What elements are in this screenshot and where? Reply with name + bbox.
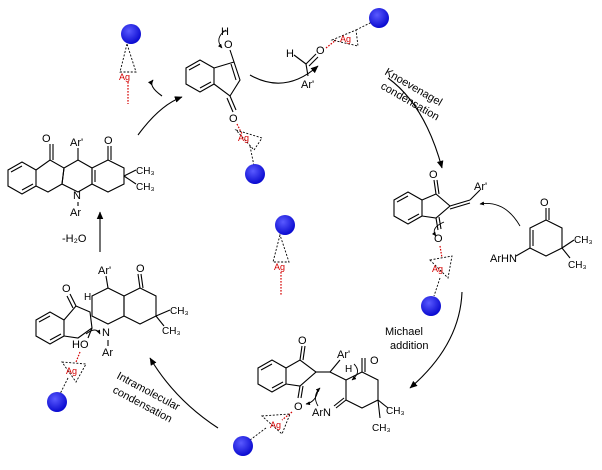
alpha-hydrogen: H (345, 364, 352, 375)
hydroxyl-hydrogen: H (221, 26, 229, 38)
arylamino-label: ArHN (490, 253, 517, 265)
carbonyl-oxygen: O (229, 113, 238, 125)
carbonyl-oxygen: O (540, 197, 549, 209)
catalyst-sphere-icon (275, 215, 295, 235)
imine-label: ArN (312, 407, 331, 419)
carbonyl-oxygen: O (62, 283, 71, 295)
silver-label: Ag (274, 262, 285, 272)
aldehyde-hydrogen: H (286, 48, 294, 60)
catalyst-sphere-icon (47, 392, 67, 412)
aryl-group-label: Ar' (301, 79, 314, 91)
water-loss-label: -H₂O (62, 233, 87, 245)
aryl-group-label: Ar' (337, 349, 350, 361)
ring-hydrogen: H (84, 292, 91, 303)
aldehyde-oxygen: O (316, 45, 325, 57)
catalyst-sphere-icon (245, 164, 265, 184)
carbonyl-oxygen: O (429, 169, 438, 181)
aldehyde: H O Ar' Ag (286, 8, 389, 91)
michael-addition-label-2: addition (390, 340, 429, 352)
methyl-label: CH₃ (136, 182, 155, 193)
ring-nitrogen: N (102, 327, 110, 339)
ketone-oxygen: O (104, 135, 113, 147)
hydroxyl-oxygen: O (224, 39, 233, 51)
aryl-group-label: Ar' (70, 137, 83, 149)
catalyst-free-top-left: Ag (119, 24, 141, 104)
carbonyl-oxygen: O (42, 133, 51, 145)
carbonyl-oxygen: O (298, 335, 307, 347)
methyl-label: CH₃ (136, 166, 155, 177)
coordinated-oxygen: O (294, 401, 303, 413)
methyl-label: CH₃ (386, 406, 405, 417)
aryl-group-label: Ar' (474, 181, 487, 193)
silver-label: Ag (270, 420, 281, 430)
hydroxyl-label: HO (72, 339, 89, 351)
catalyst-sphere-icon (421, 296, 441, 316)
silver-label: Ag (238, 133, 249, 143)
ketone-oxygen: O (136, 263, 145, 275)
acridinedione-product: O Ar' N Ar O CH₃ CH₃ (7, 133, 155, 219)
methyl-label: CH₃ (170, 306, 189, 317)
cycle-arrows (96, 65, 463, 429)
n-aryl-label: Ar (102, 347, 113, 359)
cyclized-intermediate: O H Ar' O CH₃ CH₃ N Ar HO Ag (35, 263, 189, 412)
catalyst-free-center: Ag (272, 215, 295, 295)
knoevenagel-adduct: O Ar' O Ag (393, 169, 521, 316)
silver-label: Ag (432, 264, 443, 274)
catalyst-sphere-icon (369, 8, 389, 28)
catalyst-sphere-icon (121, 24, 141, 44)
methyl-label: CH₃ (574, 235, 593, 246)
catalyst-sphere-icon (233, 436, 253, 456)
n-aryl-label: Ar (70, 207, 81, 219)
methyl-label: CH₃ (162, 326, 181, 337)
silver-label: Ag (66, 366, 77, 376)
coordinated-oxygen: O (434, 233, 443, 245)
michael-addition-label: Michael (385, 326, 423, 338)
methyl-label: CH₃ (372, 423, 391, 434)
enaminone: O ArHN CH₃ CH₃ (490, 197, 593, 271)
ketone-oxygen: O (370, 355, 379, 367)
silver-label: Ag (119, 72, 130, 82)
silver-label: Ag (340, 34, 351, 44)
aryl-group-label: Ar' (98, 265, 111, 277)
indanedione-enol: O H O Ag (185, 26, 265, 184)
step-labels: Knoevenagel condensation Michael additio… (62, 66, 444, 425)
methyl-label: CH₃ (568, 260, 587, 271)
michael-adduct: O O Ar' H O ArN CH₃ CH₃ Ag (233, 335, 405, 456)
ring-nitrogen: N (73, 190, 81, 202)
